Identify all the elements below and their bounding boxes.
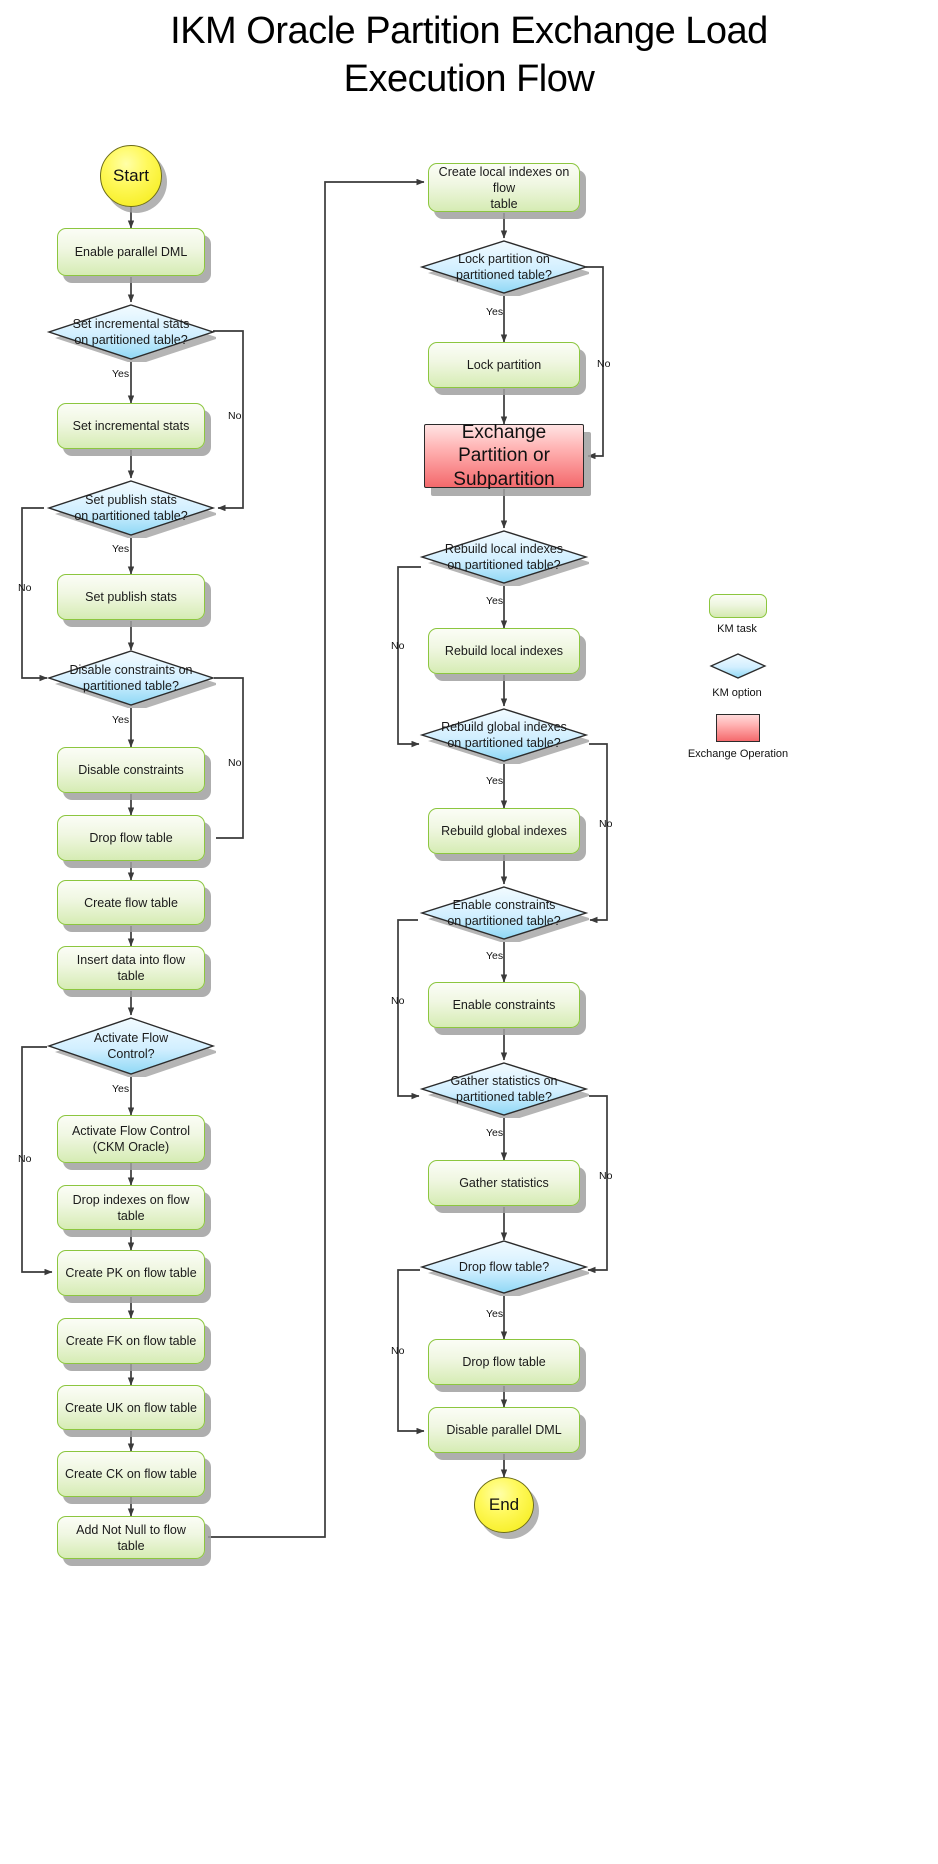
edge-label-no: No: [18, 582, 32, 594]
node-rebuild-local-indexes[interactable]: Rebuild local indexes: [428, 628, 580, 674]
node-label: Gather statistics: [459, 1176, 549, 1190]
node-label: Create flow table: [84, 895, 178, 910]
node-lock-partition-question[interactable]: Lock partition on partitioned table?: [419, 238, 589, 296]
node-label: Rebuild global indexes: [441, 824, 567, 838]
node-drop-flow-table-1[interactable]: Drop flow table: [57, 815, 205, 861]
diamond-shape: [46, 304, 216, 362]
edge-label-no: No: [599, 818, 613, 830]
edge-label-no: No: [228, 410, 242, 422]
node-label: Create CK on flow table: [64, 1467, 197, 1481]
node-start[interactable]: Start: [100, 145, 162, 207]
edge-label-yes: Yes: [486, 306, 504, 318]
node-lock-partition[interactable]: Lock partition: [428, 342, 580, 388]
node-label: Create PK on flow table: [65, 1266, 197, 1280]
node-create-uk-on-flow-table[interactable]: Create UK on flow table: [57, 1385, 205, 1430]
node-label: Drop flow table: [89, 831, 173, 845]
node-label: Start: [113, 166, 149, 185]
edge-label-yes: Yes: [486, 775, 504, 787]
diamond-shape: [419, 1240, 589, 1296]
node-set-publish-stats[interactable]: Set publish stats: [57, 574, 205, 620]
edge-label-yes: Yes: [112, 1083, 130, 1095]
edge-label-no: No: [228, 757, 242, 769]
edge-label-yes: Yes: [112, 543, 130, 555]
node-label: Create FK on flow table: [65, 1334, 197, 1348]
node-gather-statistics[interactable]: Gather statistics: [428, 1160, 580, 1206]
diamond-shape: [419, 886, 589, 942]
node-rebuild-local-indexes-question[interactable]: Rebuild local indexes on partitioned tab…: [419, 528, 589, 586]
diamond-shape: [46, 1017, 216, 1077]
node-exchange-partition-or-subpartition[interactable]: Exchange Partition or Subpartition: [424, 422, 584, 490]
page-title: IKM Oracle Partition Exchange Load Execu…: [170, 10, 768, 100]
legend-swatch-km-task: [709, 594, 767, 618]
node-label: Add Not Null to flow table: [76, 1522, 186, 1553]
node-label: Drop flow table: [462, 1355, 546, 1369]
node-create-pk-on-flow-table[interactable]: Create PK on flow table: [57, 1250, 205, 1296]
node-enable-constraints-question[interactable]: Enable constraints on partitioned table?: [419, 884, 589, 942]
node-label: Disable parallel DML: [446, 1423, 562, 1437]
node-label: Exchange Partition or Subpartition: [453, 421, 555, 490]
legend-label-km-option: KM option: [712, 687, 762, 699]
node-set-publish-stats-question[interactable]: Set publish stats on partitioned table?: [46, 478, 216, 538]
legend-label-exchange-operation: Exchange Operation: [687, 748, 789, 760]
node-label: Disable constraints: [78, 763, 184, 777]
node-rebuild-global-indexes-question[interactable]: Rebuild global indexes on partitioned ta…: [419, 706, 589, 764]
edge-label-no: No: [391, 995, 405, 1007]
node-label: Insert data into flow table: [76, 953, 186, 983]
node-disable-constraints[interactable]: Disable constraints: [57, 747, 205, 793]
edge-label-no: No: [599, 1170, 613, 1182]
node-disable-parallel-dml[interactable]: Disable parallel DML: [428, 1407, 580, 1453]
diamond-shape: [419, 240, 589, 296]
edge-label-yes: Yes: [112, 714, 130, 726]
node-create-local-indexes[interactable]: Create local indexes on flow table: [428, 163, 580, 212]
edge-label-yes: Yes: [486, 595, 504, 607]
node-add-not-null-to-flow-table[interactable]: Add Not Null to flow table: [57, 1516, 205, 1559]
node-drop-indexes-on-flow-table[interactable]: Drop indexes on flow table: [57, 1185, 205, 1230]
node-create-ck-on-flow-table[interactable]: Create CK on flow table: [57, 1451, 205, 1497]
node-activate-flow-control[interactable]: Activate Flow Control (CKM Oracle): [57, 1115, 205, 1163]
diamond-shape: [46, 480, 216, 538]
edge-label-no: No: [391, 640, 405, 652]
edge-label-yes: Yes: [486, 950, 504, 962]
diamond-shape: [419, 1062, 589, 1118]
node-label: End: [488, 1495, 520, 1514]
edge-label-yes: Yes: [486, 1127, 504, 1139]
diamond-shape: [419, 708, 589, 764]
edge-label-no: No: [18, 1153, 32, 1165]
legend-swatch-km-option: [709, 653, 767, 679]
node-enable-parallel-dml[interactable]: Enable parallel DML: [57, 228, 205, 276]
node-label: Drop indexes on flow table: [72, 1192, 190, 1223]
node-set-incremental-stats-question[interactable]: Set incremental stats on partitioned tab…: [46, 302, 216, 362]
legend-label-km-task: KM task: [717, 623, 757, 635]
node-label: Enable constraints: [452, 998, 556, 1012]
node-label: Create local indexes on flow table: [438, 164, 570, 211]
node-drop-flow-table-question[interactable]: Drop flow table?: [419, 1238, 589, 1296]
node-label: Rebuild local indexes: [444, 644, 564, 658]
node-insert-data-into-flow-table[interactable]: Insert data into flow table: [57, 946, 205, 990]
node-label: Lock partition: [466, 358, 542, 372]
node-label: Set publish stats: [85, 590, 177, 604]
node-set-incremental-stats[interactable]: Set incremental stats: [57, 403, 205, 449]
node-gather-statistics-question[interactable]: Gather statistics on partitioned table?: [419, 1060, 589, 1118]
node-rebuild-global-indexes[interactable]: Rebuild global indexes: [428, 808, 580, 854]
edge-label-no: No: [391, 1345, 405, 1357]
edge-label-yes: Yes: [112, 368, 130, 380]
node-label: Activate Flow Control (CKM Oracle): [71, 1124, 191, 1154]
node-enable-constraints[interactable]: Enable constraints: [428, 982, 580, 1028]
node-label: Create UK on flow table: [64, 1400, 197, 1415]
node-create-flow-table[interactable]: Create flow table: [57, 880, 205, 925]
node-label: Enable parallel DML: [74, 245, 188, 259]
edge-label-no: No: [597, 358, 611, 370]
edge-label-yes: Yes: [486, 1308, 504, 1320]
node-end[interactable]: End: [474, 1477, 534, 1533]
diamond-shape: [46, 650, 216, 708]
node-disable-constraints-question[interactable]: Disable constraints on partitioned table…: [46, 648, 216, 708]
diamond-shape: [419, 530, 589, 586]
node-label: Set incremental stats: [72, 419, 190, 433]
node-drop-flow-table-2[interactable]: Drop flow table: [428, 1339, 580, 1385]
node-create-fk-on-flow-table[interactable]: Create FK on flow table: [57, 1318, 205, 1364]
node-activate-flow-control-question[interactable]: Activate Flow Control?: [46, 1015, 216, 1077]
legend-swatch-exchange-operation: [716, 714, 760, 742]
